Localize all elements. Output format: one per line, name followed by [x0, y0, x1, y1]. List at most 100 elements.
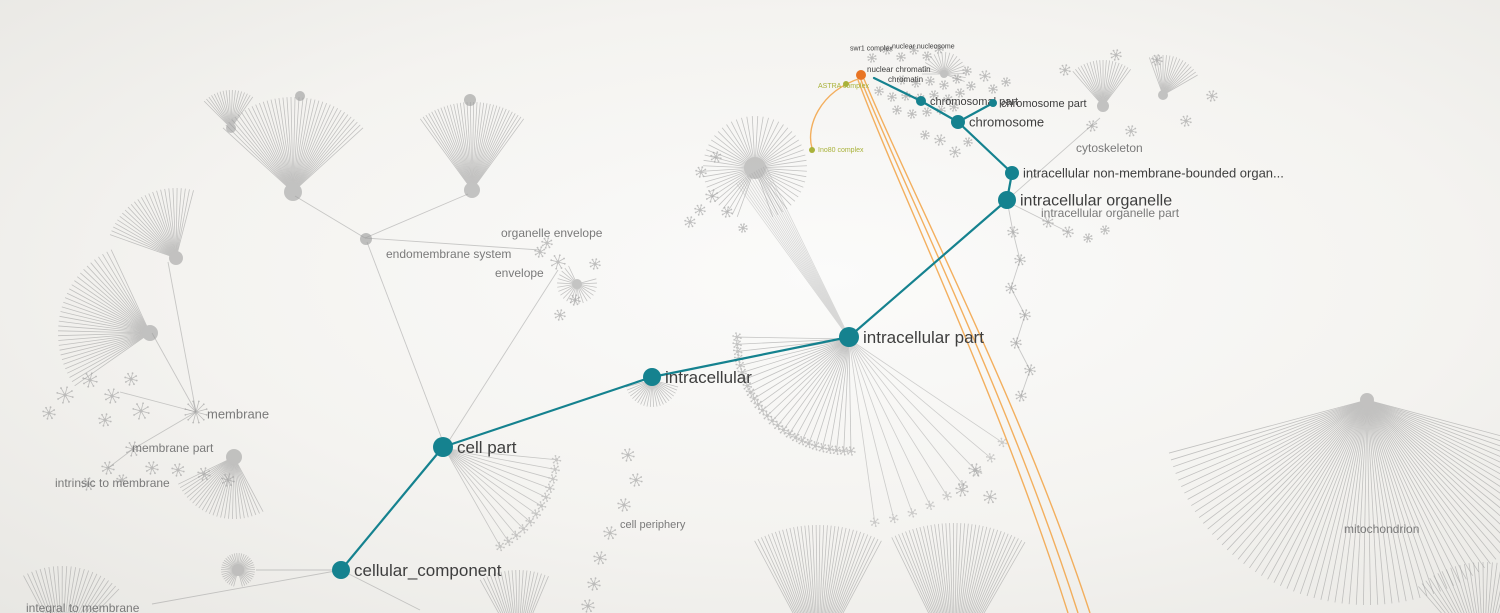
label-organelle-envelope-text[interactable]: organelle envelope [501, 226, 603, 240]
cluster-star [116, 474, 128, 486]
cluster-star [1110, 49, 1122, 61]
label-cytoskeleton-text[interactable]: cytoskeleton [1076, 141, 1143, 155]
node-chromosome-part-text[interactable]: chromosome part [1001, 98, 1087, 110]
gray-edge [1010, 259, 1021, 289]
gray-edge [119, 391, 197, 413]
node-intracellular-text[interactable]: intracellular [665, 368, 752, 387]
path-edge [872, 76, 923, 103]
node-chromosome-text[interactable]: chromosome [969, 115, 1044, 130]
node-intracellular-part[interactable] [839, 327, 859, 347]
orange-link [857, 79, 1069, 613]
cluster-star [1125, 125, 1137, 137]
cluster-hub [464, 94, 476, 106]
label-intracellular-organelle-part-text[interactable]: intracellular organelle part [1041, 206, 1180, 220]
cluster-star [925, 76, 935, 86]
cluster-star [593, 551, 607, 565]
node-cell-part[interactable] [433, 437, 453, 457]
cluster-star [554, 309, 566, 321]
cluster-star [603, 526, 617, 540]
label-nuclear-nucleosome-text[interactable]: nuclear nucleosome [892, 43, 955, 50]
gray-edge [1010, 287, 1026, 316]
cluster-star [589, 258, 601, 270]
gray-edge [366, 241, 446, 448]
orange-link [863, 78, 1091, 613]
gray-edge [167, 261, 197, 413]
node-non-membrane-bounded-organelle[interactable] [1005, 166, 1019, 180]
node-ino80-complex[interactable] [809, 147, 815, 153]
gray-edge [1015, 342, 1031, 371]
cluster-star [874, 86, 884, 96]
node-chromosome-part[interactable] [989, 99, 997, 107]
cluster-star [81, 477, 95, 491]
cluster-star [221, 473, 235, 487]
node-intracellular-part-text[interactable]: intracellular part [863, 328, 984, 347]
node-cellular-component-text[interactable]: cellular_component [354, 561, 502, 580]
cluster-star [962, 66, 972, 76]
node-astra-complex[interactable] [843, 81, 849, 87]
cluster-fan [220, 553, 256, 587]
node-intracellular-organelle[interactable] [998, 191, 1016, 209]
cluster-fan [557, 265, 597, 304]
orange-link [860, 79, 1079, 613]
gray-edge [364, 237, 541, 251]
cluster-fan [222, 97, 364, 201]
cluster-star [132, 402, 150, 420]
cluster-star [939, 80, 949, 90]
cluster-fan [1418, 562, 1500, 613]
cluster-star [1180, 115, 1192, 127]
node-intracellular[interactable] [643, 368, 661, 386]
node-chromosome[interactable] [951, 115, 965, 129]
label-integral-to-membrane-text[interactable]: integral to membrane [26, 601, 140, 613]
label-intrinsic-to-membrane-text[interactable]: intrinsic to membrane [55, 476, 170, 490]
node-cell-part-text[interactable]: cell part [457, 438, 517, 457]
cluster-star [569, 294, 581, 306]
label-endomembrane-system-text[interactable]: endomembrane system [386, 247, 511, 261]
path-edge [339, 445, 445, 572]
node-cellular-component[interactable] [332, 561, 350, 579]
cluster-star [934, 134, 946, 146]
node-astra-complex-text[interactable]: ASTRA complex [818, 83, 869, 90]
cluster-fan [419, 102, 525, 198]
node-intracellular-organelle-text[interactable]: intracellular organelle [1020, 193, 1172, 210]
cluster-star [1151, 54, 1163, 66]
node-chromosomal-part[interactable] [916, 96, 926, 106]
label-mitochondrion-text[interactable]: mitochondrion [1344, 522, 1419, 536]
cluster-fan [178, 449, 264, 519]
label-cell-periphery-text[interactable]: cell periphery [620, 519, 686, 531]
cluster-star [710, 151, 722, 163]
cluster-star [955, 88, 965, 98]
node-ino80-complex-text[interactable]: Ino80 complex [818, 147, 864, 154]
cluster-star [541, 237, 553, 249]
gray-edge [1006, 117, 1101, 201]
cluster-fan [203, 90, 254, 133]
cluster-star [695, 166, 707, 178]
cluster-star [949, 102, 959, 112]
cluster-star [979, 70, 991, 82]
cluster-star [952, 74, 962, 84]
node-nuclear-chromatin-text[interactable]: nuclear chromatin [867, 65, 931, 74]
label-swr1-complex-text[interactable]: swr1 complex [850, 45, 893, 52]
node-non-membrane-bounded-organelle-text[interactable]: intracellular non-membrane-bounded organ… [1023, 166, 1284, 181]
cluster-star [534, 246, 546, 258]
gray-edge [1015, 314, 1026, 344]
path-edge [441, 375, 654, 449]
cluster-fan [479, 570, 549, 613]
label-envelope-text[interactable]: envelope [495, 266, 544, 280]
cluster-star [909, 45, 919, 55]
cluster-star [963, 137, 973, 147]
cluster-star [867, 53, 877, 63]
cluster-star [550, 254, 566, 270]
cluster-star [617, 498, 631, 512]
gray-edge [151, 332, 197, 413]
cluster-fan [109, 188, 194, 265]
cluster-fan [736, 165, 852, 342]
cluster-star [968, 463, 982, 477]
label-membrane-text[interactable]: membrane [207, 407, 269, 422]
node-nuclear-chromatin[interactable] [856, 70, 866, 80]
cluster-star [907, 109, 917, 119]
label-chromatin-text[interactable]: chromatin [888, 75, 923, 84]
cluster-fan [1148, 55, 1198, 100]
label-membrane-part-text[interactable]: membrane part [132, 441, 214, 455]
